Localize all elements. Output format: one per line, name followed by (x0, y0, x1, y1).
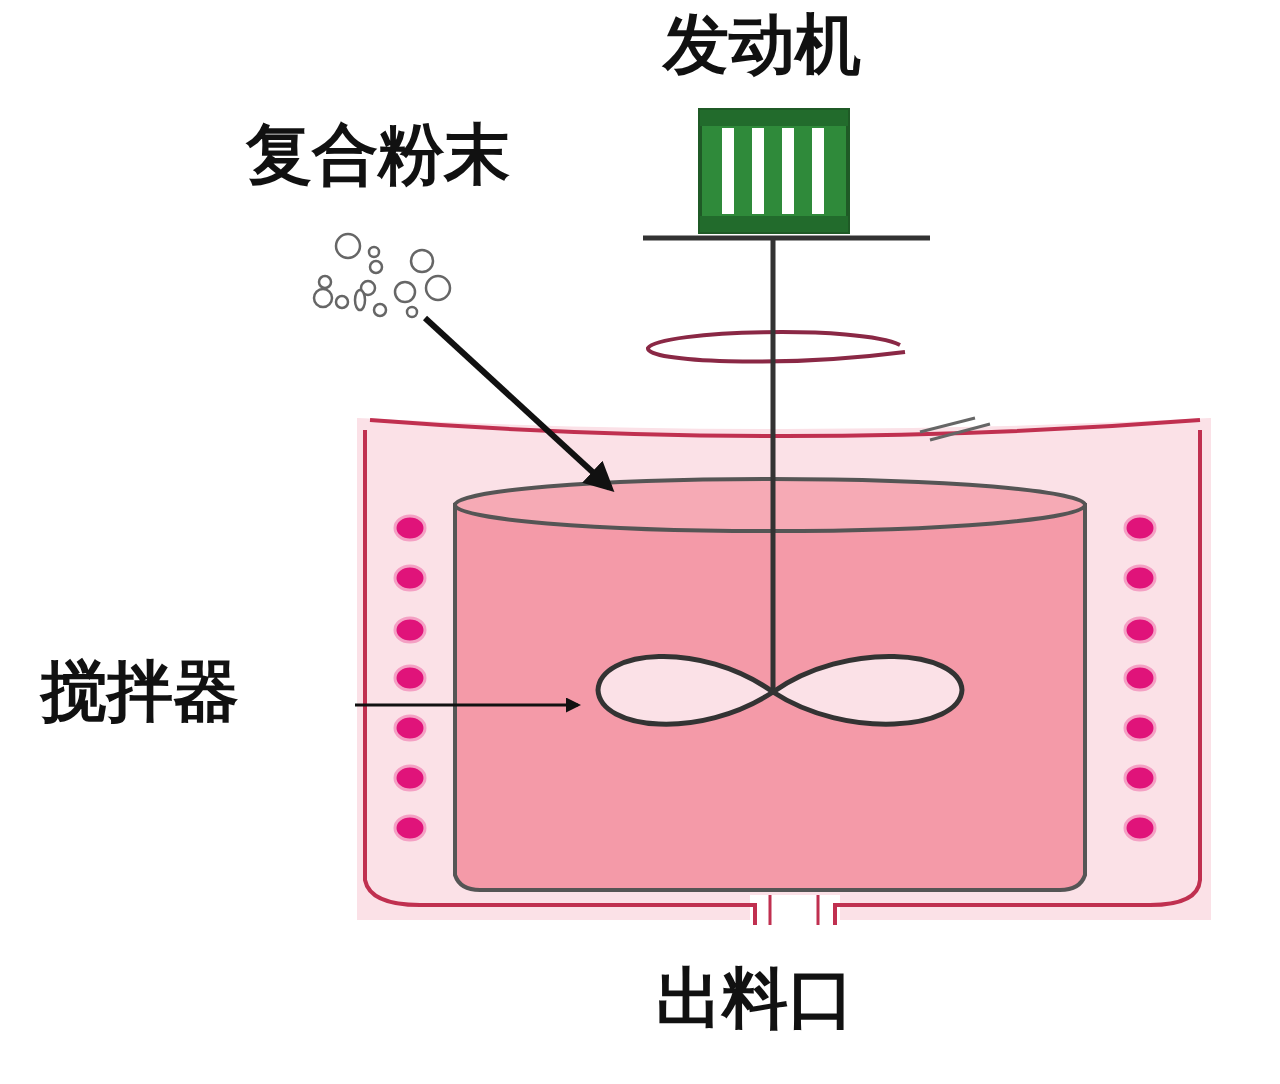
rotation-arrow (648, 332, 905, 361)
coil-dot (395, 716, 425, 740)
part-label: 出料口 (656, 962, 854, 1035)
outlet-channel (770, 895, 818, 925)
coil-dot (1125, 516, 1155, 540)
coil-dot (1125, 666, 1155, 690)
break-mark (920, 418, 990, 440)
crucible (455, 505, 1085, 890)
mount-plate (643, 236, 930, 241)
leader-arrow (425, 318, 610, 488)
furnace-wall (365, 430, 1200, 925)
coil-dot (1125, 566, 1155, 590)
leader-arrow (355, 704, 578, 707)
shaft (771, 238, 776, 692)
crucible-top (455, 479, 1085, 531)
stirrer-blade (598, 656, 962, 724)
coil-dot (395, 766, 425, 790)
coil-dot (395, 516, 425, 540)
motor (700, 110, 848, 232)
coil-dot (395, 566, 425, 590)
furnace-body (358, 418, 1210, 920)
furnace-rim (370, 420, 1200, 436)
coil-dot (1125, 816, 1155, 840)
part-label: 复合粉末 (246, 118, 510, 191)
coil-dot (1125, 716, 1155, 740)
coil-dot (395, 816, 425, 840)
coil-dot (1125, 766, 1155, 790)
motor-fins (722, 128, 824, 214)
coil-dot (395, 666, 425, 690)
coil-dot (395, 618, 425, 642)
part-label: 发动机 (663, 8, 861, 81)
coil-dot (1125, 618, 1155, 642)
powder-particles (314, 234, 450, 317)
part-label: 搅拌器 (41, 655, 239, 728)
